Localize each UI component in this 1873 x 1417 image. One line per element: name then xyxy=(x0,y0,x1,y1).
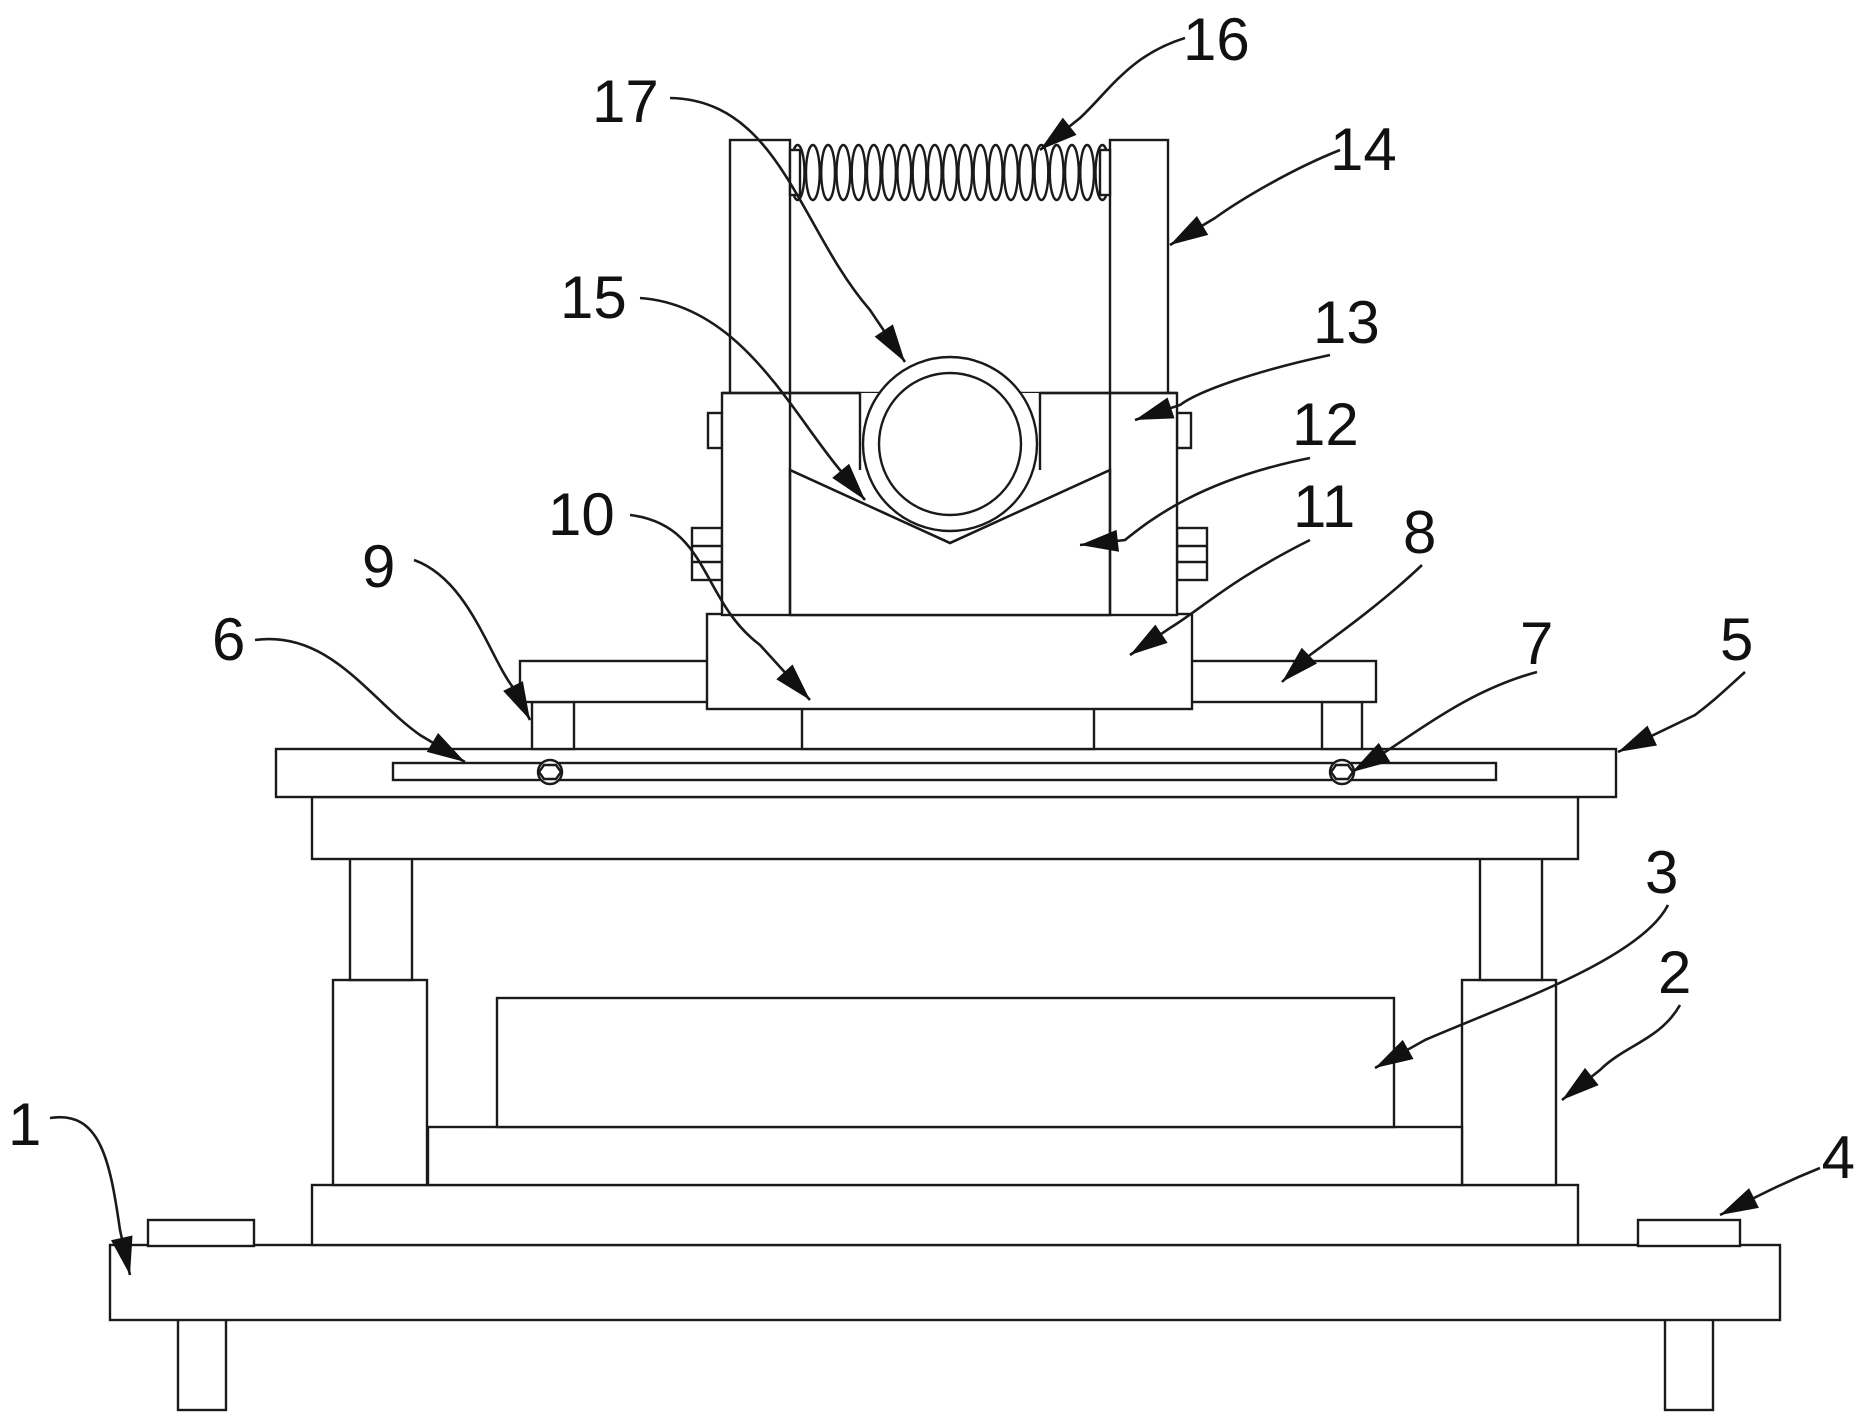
arrowhead-14 xyxy=(1170,216,1209,245)
callout-17: 17 xyxy=(592,68,659,135)
leader-line-16 xyxy=(1039,36,1186,152)
lift-box xyxy=(495,996,1396,1129)
side-nut-right xyxy=(1175,526,1209,582)
upper-frame xyxy=(310,795,1580,861)
arrowhead-17 xyxy=(874,324,905,362)
callout-9: 9 xyxy=(362,533,395,600)
callout-12: 12 xyxy=(1292,391,1359,458)
upright-left xyxy=(728,138,792,396)
arrowhead-13 xyxy=(1135,397,1175,420)
arrowhead-10 xyxy=(776,664,810,700)
spring xyxy=(788,143,1112,202)
arrowhead-4 xyxy=(1720,1188,1759,1215)
outer-cylinder-right xyxy=(1460,978,1558,1187)
side-nut-left xyxy=(690,526,724,582)
arrowhead-6 xyxy=(426,733,465,762)
callout-7: 7 xyxy=(1520,610,1553,677)
callout-13: 13 xyxy=(1313,289,1380,356)
support-left xyxy=(530,700,576,751)
leader-line-8 xyxy=(1281,564,1423,683)
lift-base xyxy=(426,1125,1464,1187)
upright-right xyxy=(1108,138,1170,396)
clamp-head xyxy=(690,138,1209,617)
outer-cylinder-left xyxy=(331,978,429,1187)
callout-16: 16 xyxy=(1183,6,1250,73)
arrowhead-1 xyxy=(111,1235,133,1275)
base-block-left xyxy=(146,1218,256,1248)
foot-left xyxy=(176,1313,228,1412)
callout-11: 11 xyxy=(1293,473,1355,540)
callouts: 1 2 3 4 5 6 7 8 9 10 11 12 13 14 15 16 1… xyxy=(8,6,1855,1191)
clamp-base xyxy=(705,612,1194,711)
side-knob-upper-right xyxy=(1175,411,1193,450)
side-knob-upper-left xyxy=(706,411,724,450)
pipe-workpiece xyxy=(861,355,1039,533)
base-assembly xyxy=(108,1183,1782,1412)
arrowhead-5 xyxy=(1618,725,1658,752)
leader-line-7 xyxy=(1351,670,1538,774)
base-block-right xyxy=(1636,1218,1742,1248)
callout-8: 8 xyxy=(1403,499,1436,566)
leader-line-14 xyxy=(1169,148,1341,247)
arrowhead-16 xyxy=(1040,117,1077,150)
arrowhead-7 xyxy=(1352,742,1391,772)
leader-line-15 xyxy=(639,296,866,501)
arrowhead-11 xyxy=(1130,624,1168,655)
foot-right xyxy=(1663,1313,1715,1412)
roller-right xyxy=(1328,758,1356,786)
roller-left xyxy=(536,758,564,786)
arrowhead-9 xyxy=(503,681,530,720)
support-right xyxy=(1320,700,1364,751)
leader-line-12 xyxy=(1079,456,1311,547)
leader-line-3 xyxy=(1374,904,1670,1070)
lower-plate xyxy=(310,1183,1580,1247)
leader-line-10 xyxy=(629,513,811,701)
callout-1: 1 xyxy=(8,1091,41,1158)
slide-rail xyxy=(391,761,1498,782)
leader-lines xyxy=(49,36,1821,1276)
table-assembly xyxy=(274,612,1618,799)
leader-line-1 xyxy=(49,1115,132,1276)
leader-line-4 xyxy=(1719,1166,1821,1217)
leader-line-9 xyxy=(413,558,532,721)
arrowhead-8 xyxy=(1282,647,1317,682)
leader-line-11 xyxy=(1129,538,1311,657)
arrowhead-12 xyxy=(1080,529,1119,552)
leader-line-6 xyxy=(254,637,466,764)
callout-10: 10 xyxy=(548,481,615,548)
arrowhead-2 xyxy=(1562,1067,1599,1100)
leader-line-2 xyxy=(1561,1004,1682,1102)
piston-rod-left xyxy=(348,856,414,982)
callout-4: 4 xyxy=(1822,1124,1855,1191)
piston-rod-right xyxy=(1478,856,1544,982)
callout-6: 6 xyxy=(212,606,245,673)
callout-5: 5 xyxy=(1720,606,1753,673)
callout-14: 14 xyxy=(1330,116,1397,183)
lift-assembly xyxy=(310,795,1580,1187)
arrowhead-15 xyxy=(832,463,865,500)
arrowhead-3 xyxy=(1375,1039,1414,1068)
callout-2: 2 xyxy=(1658,939,1691,1006)
leader-line-17 xyxy=(669,96,907,363)
leader-line-13 xyxy=(1134,353,1331,422)
callout-15: 15 xyxy=(560,264,627,331)
base-plate xyxy=(108,1243,1782,1322)
leader-line-5 xyxy=(1617,671,1746,754)
callout-3: 3 xyxy=(1645,839,1678,906)
